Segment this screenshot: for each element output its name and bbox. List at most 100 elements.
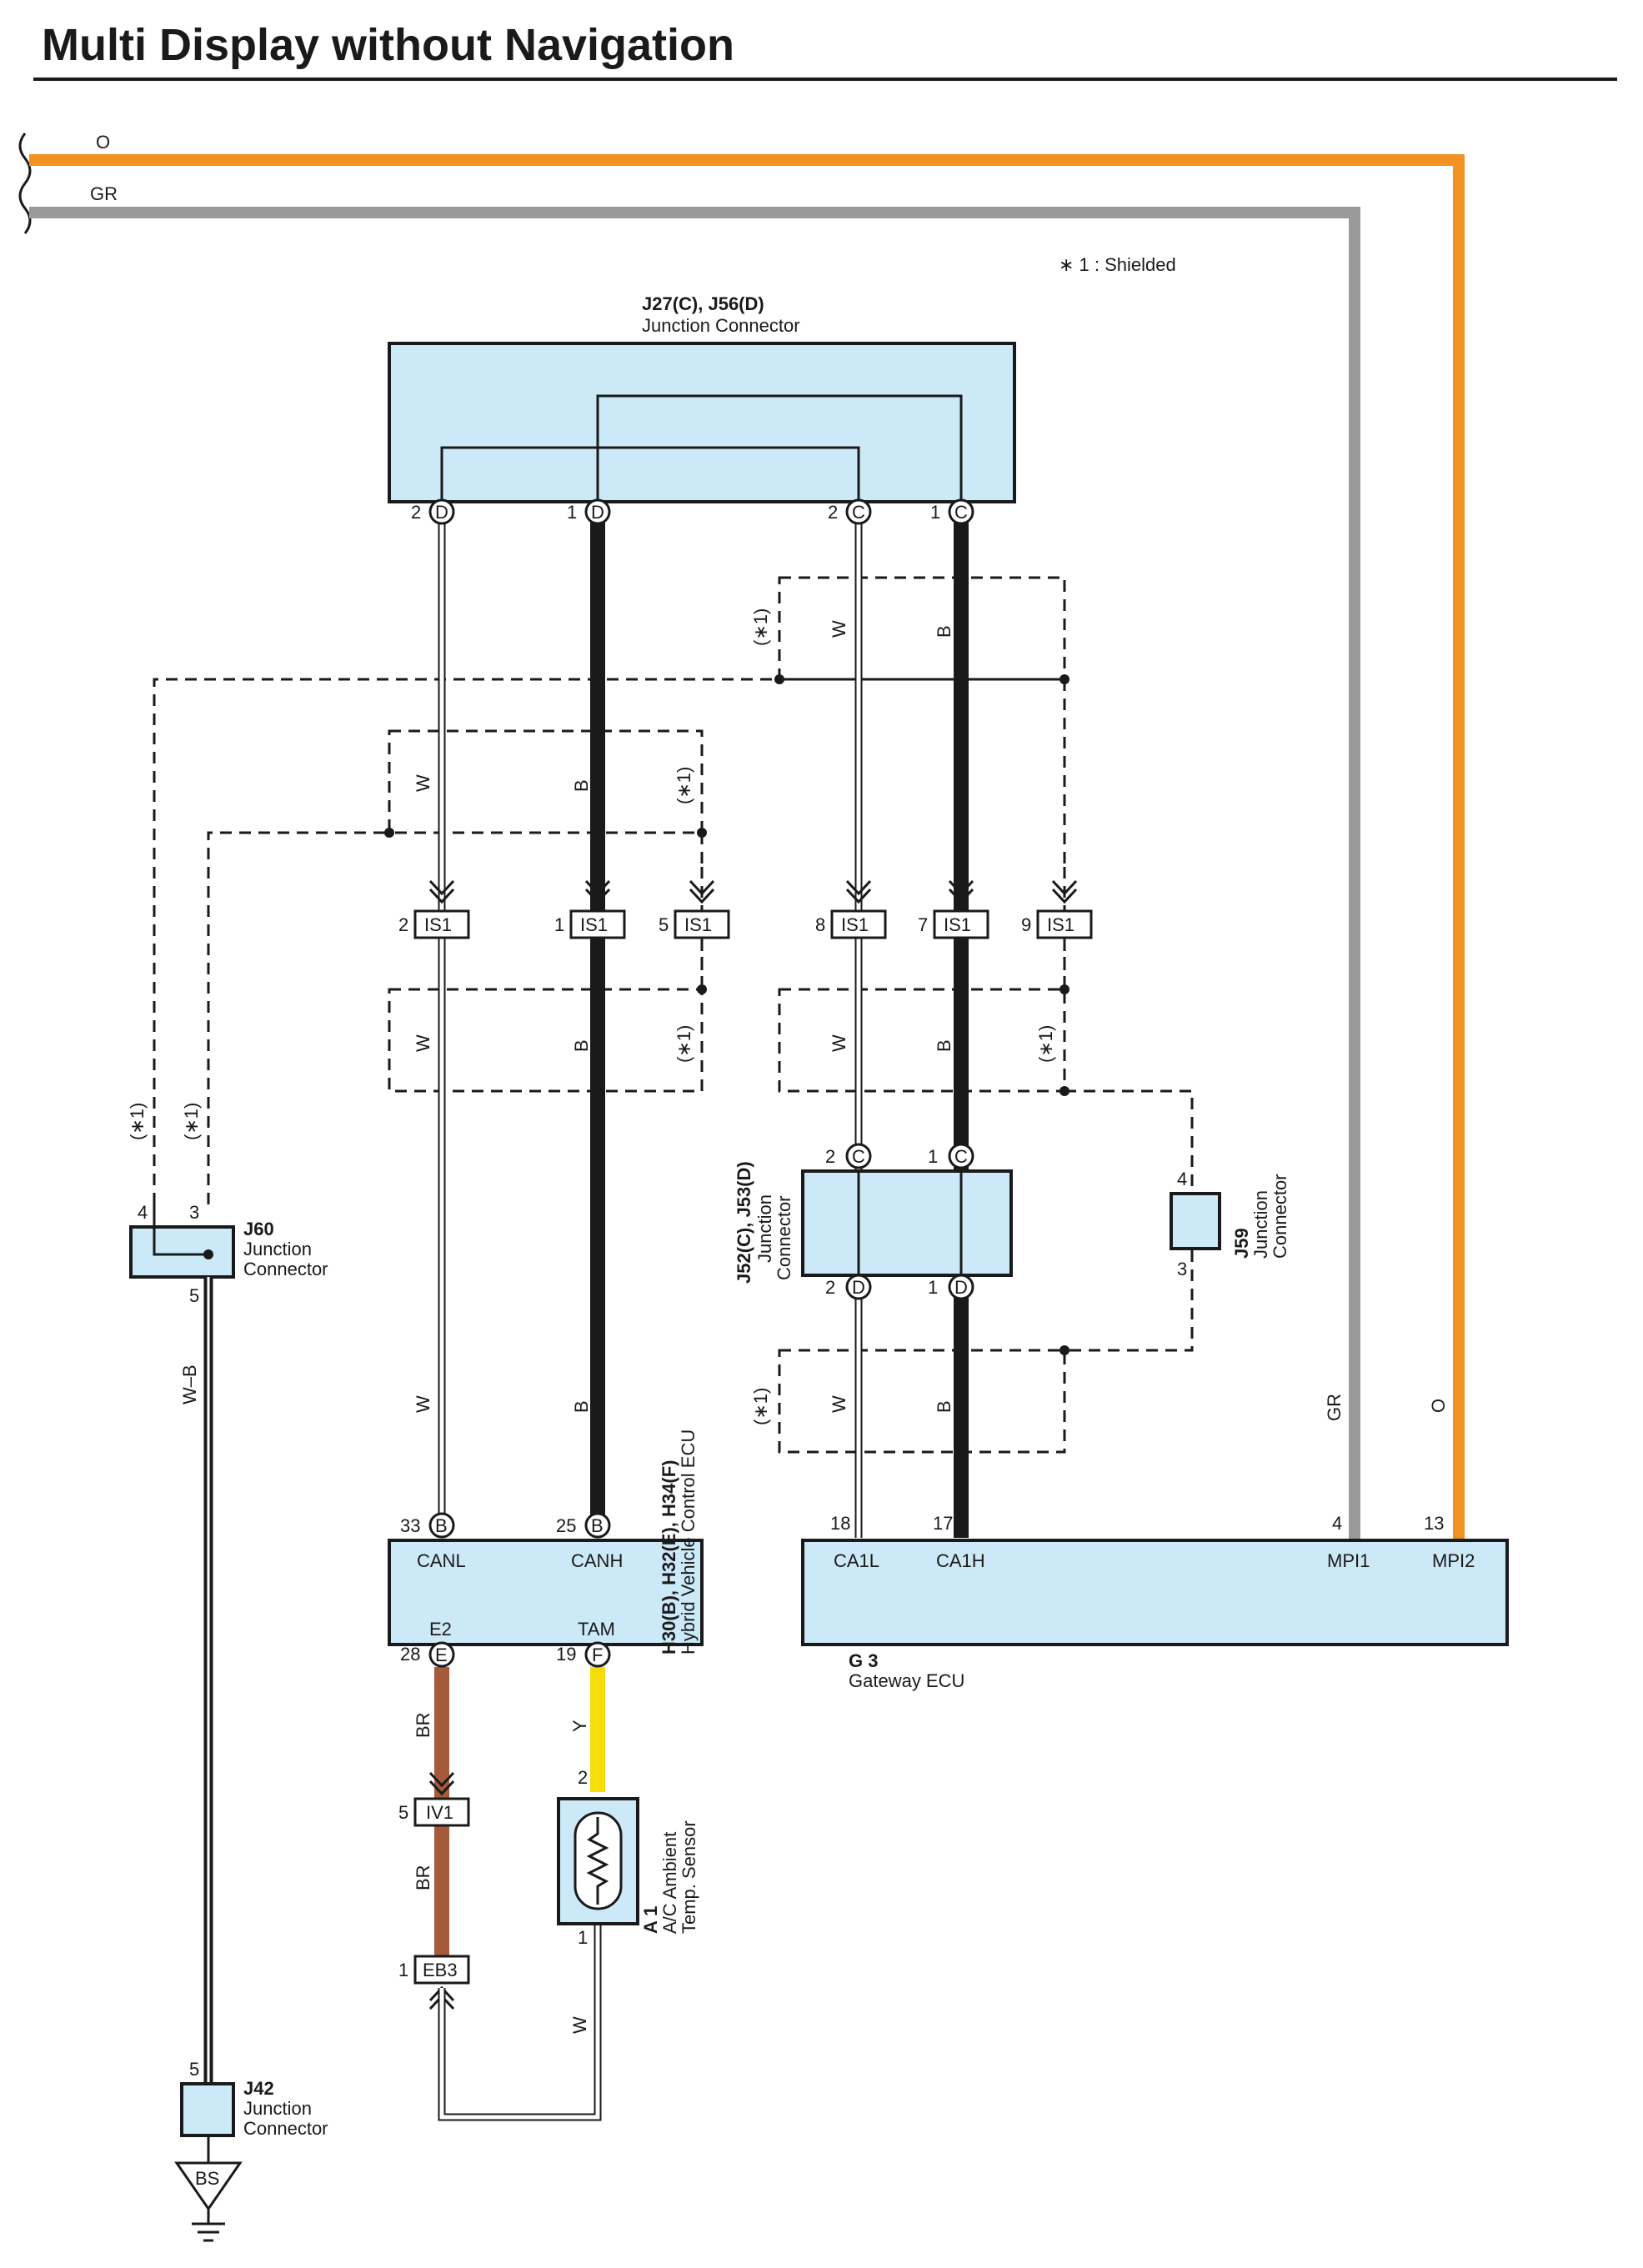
svg-text:EB3: EB3 <box>423 1960 458 1980</box>
svg-text:9: 9 <box>1021 914 1031 935</box>
wire-gr-label: GR <box>90 183 118 204</box>
j52-name: Connector <box>774 1195 794 1280</box>
svg-text:D: D <box>591 502 604 523</box>
svg-text:B: B <box>591 1515 604 1536</box>
j42-junction-connector <box>180 2082 235 2137</box>
wire-w-sensor-loop <box>438 1921 602 2121</box>
wire-color-label: W <box>569 2016 590 2034</box>
svg-text:1: 1 <box>554 914 564 935</box>
wire-color-label: W <box>829 620 849 638</box>
wire-color-label: B <box>934 1039 954 1052</box>
wire-gr <box>29 207 1360 1540</box>
g3-pin-13: 13 <box>1424 1513 1444 1534</box>
svg-text:2: 2 <box>398 914 408 935</box>
wire-color-label: B <box>571 779 592 792</box>
j27-terminal-c1: 1 C <box>930 498 974 525</box>
svg-text:IS1: IS1 <box>684 914 712 935</box>
svg-text:25: 25 <box>556 1515 576 1536</box>
j42-name: Connector <box>243 2118 328 2139</box>
j42-name: Junction <box>243 2098 312 2119</box>
hv-control-ecu <box>388 1539 704 1646</box>
j59-name: Connector <box>1270 1174 1290 1259</box>
svg-text:5: 5 <box>398 1802 408 1823</box>
j27-junction-connector <box>388 342 1016 503</box>
svg-text:1: 1 <box>398 1960 408 1980</box>
svg-text:2: 2 <box>825 1146 835 1167</box>
j52-terminal-c1: 1 C <box>928 1143 974 1169</box>
a1-pin-2: 2 <box>578 1767 588 1788</box>
wire-color-label: BR <box>413 1712 433 1738</box>
shield-label: (∗1) <box>181 1103 202 1140</box>
inline-connector-is1-8: 8 IS1 <box>815 879 887 939</box>
j52-terminal-c2: 2 C <box>825 1143 872 1169</box>
shield-splice-dot <box>1059 984 1069 994</box>
svg-text:2: 2 <box>828 502 838 523</box>
shield-box-top-right <box>778 576 1066 681</box>
svg-text:C: C <box>852 1146 865 1167</box>
svg-text:C: C <box>954 1146 968 1167</box>
inline-connector-is1-1: 1 IS1 <box>554 879 626 939</box>
wire-o <box>29 154 1465 1540</box>
signal-mpi2: MPI2 <box>1432 1550 1475 1571</box>
shield-splice-dot <box>384 828 394 838</box>
j59-pin-4: 4 <box>1177 1169 1187 1189</box>
signal-ca1h: CA1H <box>936 1550 985 1571</box>
j59-pin-3: 3 <box>1177 1259 1187 1279</box>
svg-text:28: 28 <box>400 1644 420 1665</box>
svg-text:1: 1 <box>930 502 940 523</box>
svg-text:F: F <box>592 1645 603 1665</box>
j59-code: J59 <box>1231 1228 1252 1259</box>
shield-drain-from-j59 <box>1064 1250 1194 1352</box>
a1-name: A/C Ambient <box>659 1832 680 1934</box>
inline-connector-iv1: 5 IV1 <box>398 1771 470 1827</box>
j27-internal-bus-1 <box>440 446 860 510</box>
j60-pin-3: 3 <box>189 1202 199 1223</box>
shield-drain-left-outer <box>153 678 779 1204</box>
j60-code: J60 <box>243 1219 274 1239</box>
hv-terminal-28: 28 E <box>400 1641 455 1668</box>
j60-pin-4: 4 <box>138 1202 148 1223</box>
ground-label: BS <box>195 2168 219 2189</box>
a1-pin-1: 1 <box>578 1927 588 1948</box>
j52-terminal-d1: 1 D <box>928 1274 974 1300</box>
inline-connector-is1-7: 7 IS1 <box>918 879 989 939</box>
j27-terminal-d2: 2 D <box>411 498 455 525</box>
signal-mpi1: MPI1 <box>1327 1550 1370 1571</box>
svg-text:IS1: IS1 <box>424 914 452 935</box>
g3-pin-18: 18 <box>830 1513 850 1534</box>
j60-splice-dot <box>203 1249 213 1259</box>
svg-text:5: 5 <box>659 914 669 935</box>
svg-text:1: 1 <box>928 1146 938 1167</box>
inline-connector-is1-9: 9 IS1 <box>1021 867 1093 939</box>
wire-color-label: W <box>413 1395 433 1413</box>
svg-text:IV1: IV1 <box>426 1802 453 1823</box>
j60-name: Connector <box>243 1259 328 1279</box>
hv-name: Hybrid Vehicle Control ECU <box>678 1429 699 1655</box>
inline-connector-is1-5: 5 IS1 <box>659 867 730 939</box>
inline-connector-eb3: 1 EB3 <box>398 1955 470 2010</box>
svg-text:1: 1 <box>567 502 577 523</box>
wire-color-label: W <box>413 774 433 792</box>
hv-code: H30(B), H32(E), H34(F) <box>659 1460 679 1655</box>
svg-text:19: 19 <box>556 1644 576 1665</box>
j52-junction-connector <box>801 1169 1013 1277</box>
svg-text:IS1: IS1 <box>841 914 869 935</box>
svg-text:E: E <box>435 1645 448 1665</box>
signal-canl: CANL <box>417 1550 466 1571</box>
j52-terminal-d2: 2 D <box>825 1274 872 1300</box>
a1-code: A 1 <box>640 1906 661 1934</box>
svg-text:1: 1 <box>928 1277 938 1298</box>
svg-text:8: 8 <box>815 914 825 935</box>
j60-name: Junction <box>243 1239 312 1259</box>
wire-color-label: W <box>829 1395 849 1413</box>
a1-name: Temp. Sensor <box>679 1820 699 1934</box>
j27-name: Junction Connector <box>642 315 800 336</box>
j42-code: J42 <box>243 2078 274 2099</box>
shield-box-bottom-right <box>778 1349 1066 1454</box>
svg-text:7: 7 <box>918 914 928 935</box>
svg-text:D: D <box>954 1277 968 1298</box>
wire-color-label: W <box>413 1034 433 1052</box>
g3-pin-4: 4 <box>1332 1513 1342 1534</box>
svg-text:2: 2 <box>411 502 421 523</box>
ground-icon <box>174 2161 243 2211</box>
